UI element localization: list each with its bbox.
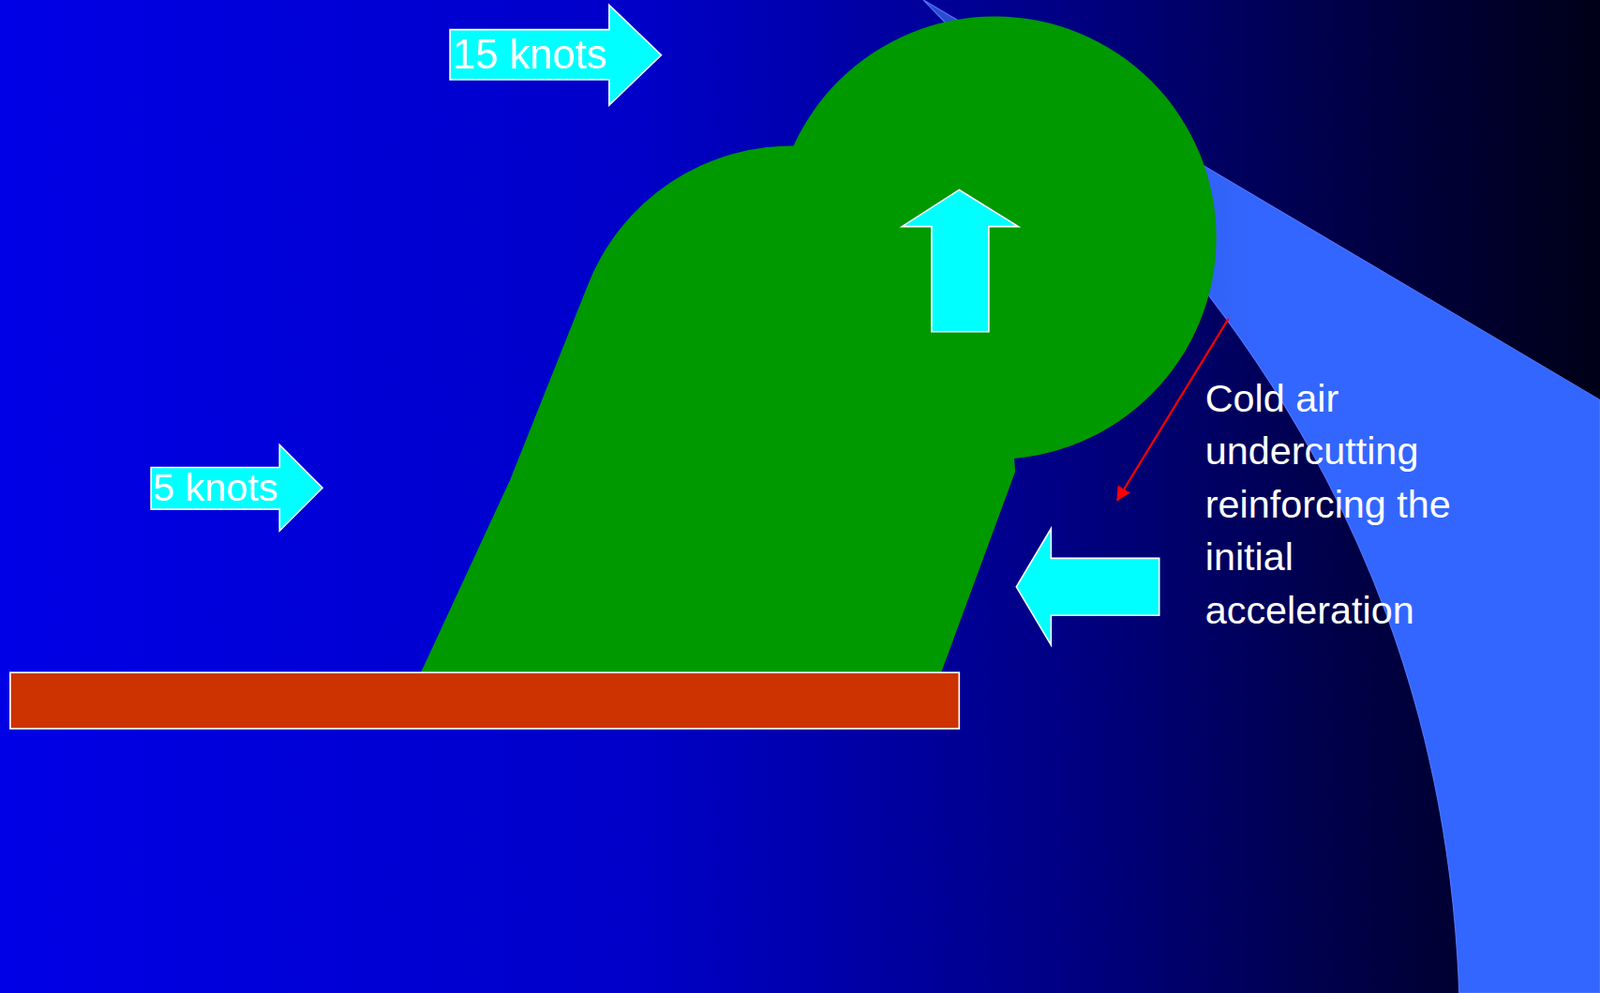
arrow-shape [449, 4, 661, 105]
ground-bar [10, 672, 959, 729]
annotation-text: Cold air undercutting reinforcing the in… [1205, 371, 1512, 637]
updraft-arrow [901, 189, 1018, 331]
wind-speed-arrow: 5 knots [150, 445, 323, 531]
speed-label: 5 knots [150, 466, 280, 509]
wind-speed-arrow: 15 knots [449, 4, 661, 105]
thunderstorm-cloud [420, 15, 1217, 673]
arrow-shape [150, 445, 323, 531]
inflow-arrow [1016, 528, 1159, 645]
speed-label: 15 knots [449, 29, 610, 80]
